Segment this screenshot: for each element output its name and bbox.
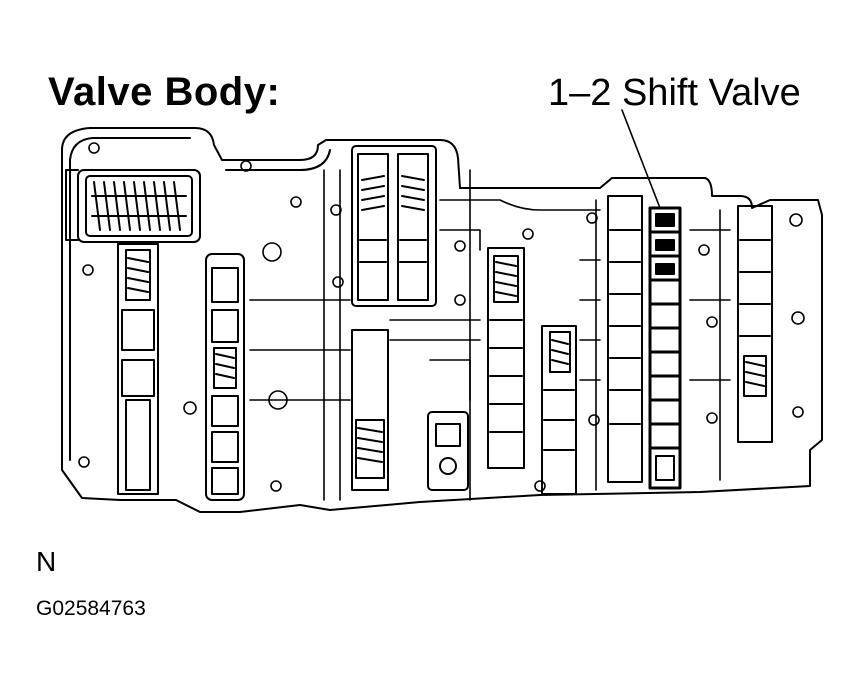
diagram-title: Valve Body: (48, 70, 281, 114)
fluid-channels (249, 169, 731, 501)
left-spring-housing (65, 169, 201, 243)
corner-mark: N (36, 546, 57, 577)
second-valve-bore (205, 253, 245, 501)
callout-label-shift-valve: 1–2 Shift Valve (548, 72, 801, 114)
valve-body-outline (61, 127, 823, 513)
callout-leader-line (621, 109, 661, 209)
figure-id: G02584763 (36, 597, 146, 620)
top-valve-pair (351, 145, 437, 307)
right-valve-bores (607, 195, 773, 483)
center-valve-stack (487, 247, 577, 495)
lower-valves (351, 329, 469, 491)
shift-valve-1-2 (648, 206, 682, 490)
left-valve-bore (117, 243, 159, 495)
bolt-holes (78, 142, 805, 492)
